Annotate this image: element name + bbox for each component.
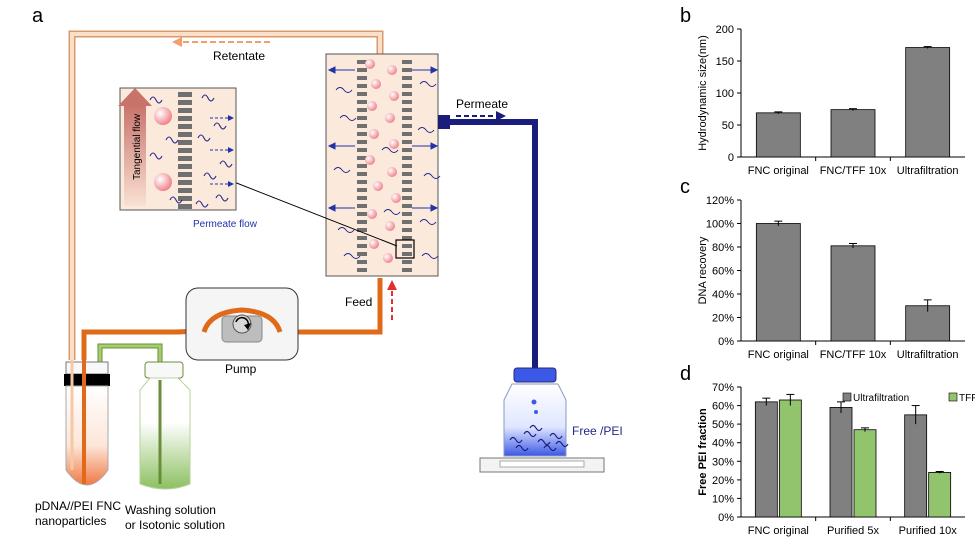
x-tick-label: Purified 5x bbox=[827, 525, 879, 537]
retentate-line bbox=[68, 30, 384, 360]
bar bbox=[928, 472, 952, 518]
retentate-label: Retentate bbox=[213, 49, 265, 63]
permeate-flow-label: Permeate flow bbox=[193, 219, 258, 230]
y-tick-label: 40% bbox=[712, 289, 734, 301]
bar bbox=[904, 414, 928, 518]
permeate-line bbox=[438, 115, 538, 378]
y-tick-label: 10% bbox=[712, 493, 734, 505]
bar bbox=[778, 399, 802, 518]
feed-label: Feed bbox=[345, 295, 372, 309]
y-axis-label: Hydrodynamic size(nm) bbox=[697, 35, 709, 151]
x-tick-label: FNC original bbox=[748, 165, 809, 177]
y-tick-label: 100 bbox=[716, 88, 734, 100]
pump bbox=[185, 287, 299, 361]
bar bbox=[755, 112, 801, 158]
y-tick-label: 200 bbox=[716, 24, 734, 36]
panel-letter-a: a bbox=[32, 5, 44, 27]
y-tick-label: 70% bbox=[712, 382, 734, 394]
y-tick-label: 100% bbox=[706, 219, 734, 231]
x-tick-label: Ultrafiltration bbox=[897, 165, 959, 177]
legend-swatch bbox=[842, 392, 852, 402]
bar bbox=[830, 245, 876, 342]
y-tick-label: 0 bbox=[728, 152, 734, 164]
chart-d: d 0% 10% 20% 30% 40% 50% 60% 70% Free PEI fractio… bbox=[680, 363, 975, 537]
x-tick-label: FNC/TFF 10x bbox=[820, 349, 887, 361]
pump-label: Pump bbox=[225, 362, 257, 376]
zoom-inset bbox=[118, 87, 237, 211]
x-tick-label: FNC original bbox=[748, 525, 809, 537]
y-tick-label: 0% bbox=[718, 336, 734, 348]
y-tick-label: 60% bbox=[712, 401, 734, 413]
legend-label: TFF bbox=[959, 393, 975, 404]
zoom-line bbox=[233, 181, 398, 247]
x-tick-label: Ultrafiltration bbox=[897, 349, 959, 361]
bar bbox=[755, 223, 801, 342]
panel-letter-c: c bbox=[680, 176, 690, 198]
permeate-arrow bbox=[456, 111, 506, 121]
bar bbox=[853, 429, 877, 518]
bar bbox=[829, 407, 853, 518]
tube-label-line2: nanoparticles bbox=[35, 514, 106, 528]
wash-bottle bbox=[139, 361, 191, 490]
y-tick-label: 150 bbox=[716, 56, 734, 68]
x-tick-label: FNC original bbox=[748, 349, 809, 361]
y-tick-label: 30% bbox=[712, 456, 734, 468]
permeate-label: Permeate bbox=[456, 97, 508, 111]
x-tick-label: Purified 10x bbox=[899, 525, 958, 537]
wash-label-line2: or Isotonic solution bbox=[125, 518, 225, 532]
bar bbox=[830, 109, 876, 158]
y-tick-label: 0% bbox=[718, 512, 734, 524]
schematic-panel: a Retentate bbox=[32, 5, 623, 532]
x-tick-label: FNC/TFF 10x bbox=[820, 165, 887, 177]
retentate-arrow bbox=[172, 37, 270, 47]
y-tick-label: 120% bbox=[706, 195, 734, 207]
y-tick-label: 40% bbox=[712, 438, 734, 450]
sample-tube bbox=[64, 360, 110, 486]
panel-letter-b: b bbox=[680, 5, 691, 27]
legend: Ultrafiltration TFF bbox=[842, 392, 975, 404]
panel-letter-d: d bbox=[680, 363, 691, 385]
bar bbox=[754, 401, 778, 518]
zoom-square bbox=[395, 239, 415, 259]
y-tick-label: 20% bbox=[712, 475, 734, 487]
collection-bottle bbox=[479, 367, 605, 473]
y-tick-label: 20% bbox=[712, 313, 734, 325]
tangential-flow-label: Tangential flow bbox=[132, 113, 143, 180]
y-tick-label: 80% bbox=[712, 242, 734, 254]
y-axis-label: Free PEI fraction bbox=[697, 408, 709, 496]
filter-module bbox=[325, 53, 441, 277]
bar bbox=[905, 47, 951, 158]
tube-label-line1: pDNA//PEI FNC bbox=[35, 499, 121, 513]
legend-label: Ultrafiltration bbox=[853, 393, 909, 404]
y-tick-label: 50% bbox=[712, 419, 734, 431]
y-tick-label: 60% bbox=[712, 266, 734, 278]
wash-label-line1: Washing solution bbox=[125, 503, 216, 517]
feed-arrow bbox=[387, 280, 397, 320]
y-tick-label: 50 bbox=[722, 120, 734, 132]
y-axis-label: DNA recovery bbox=[697, 236, 709, 304]
legend-swatch bbox=[948, 392, 958, 402]
free-pei-label: Free /PEI bbox=[572, 424, 623, 438]
